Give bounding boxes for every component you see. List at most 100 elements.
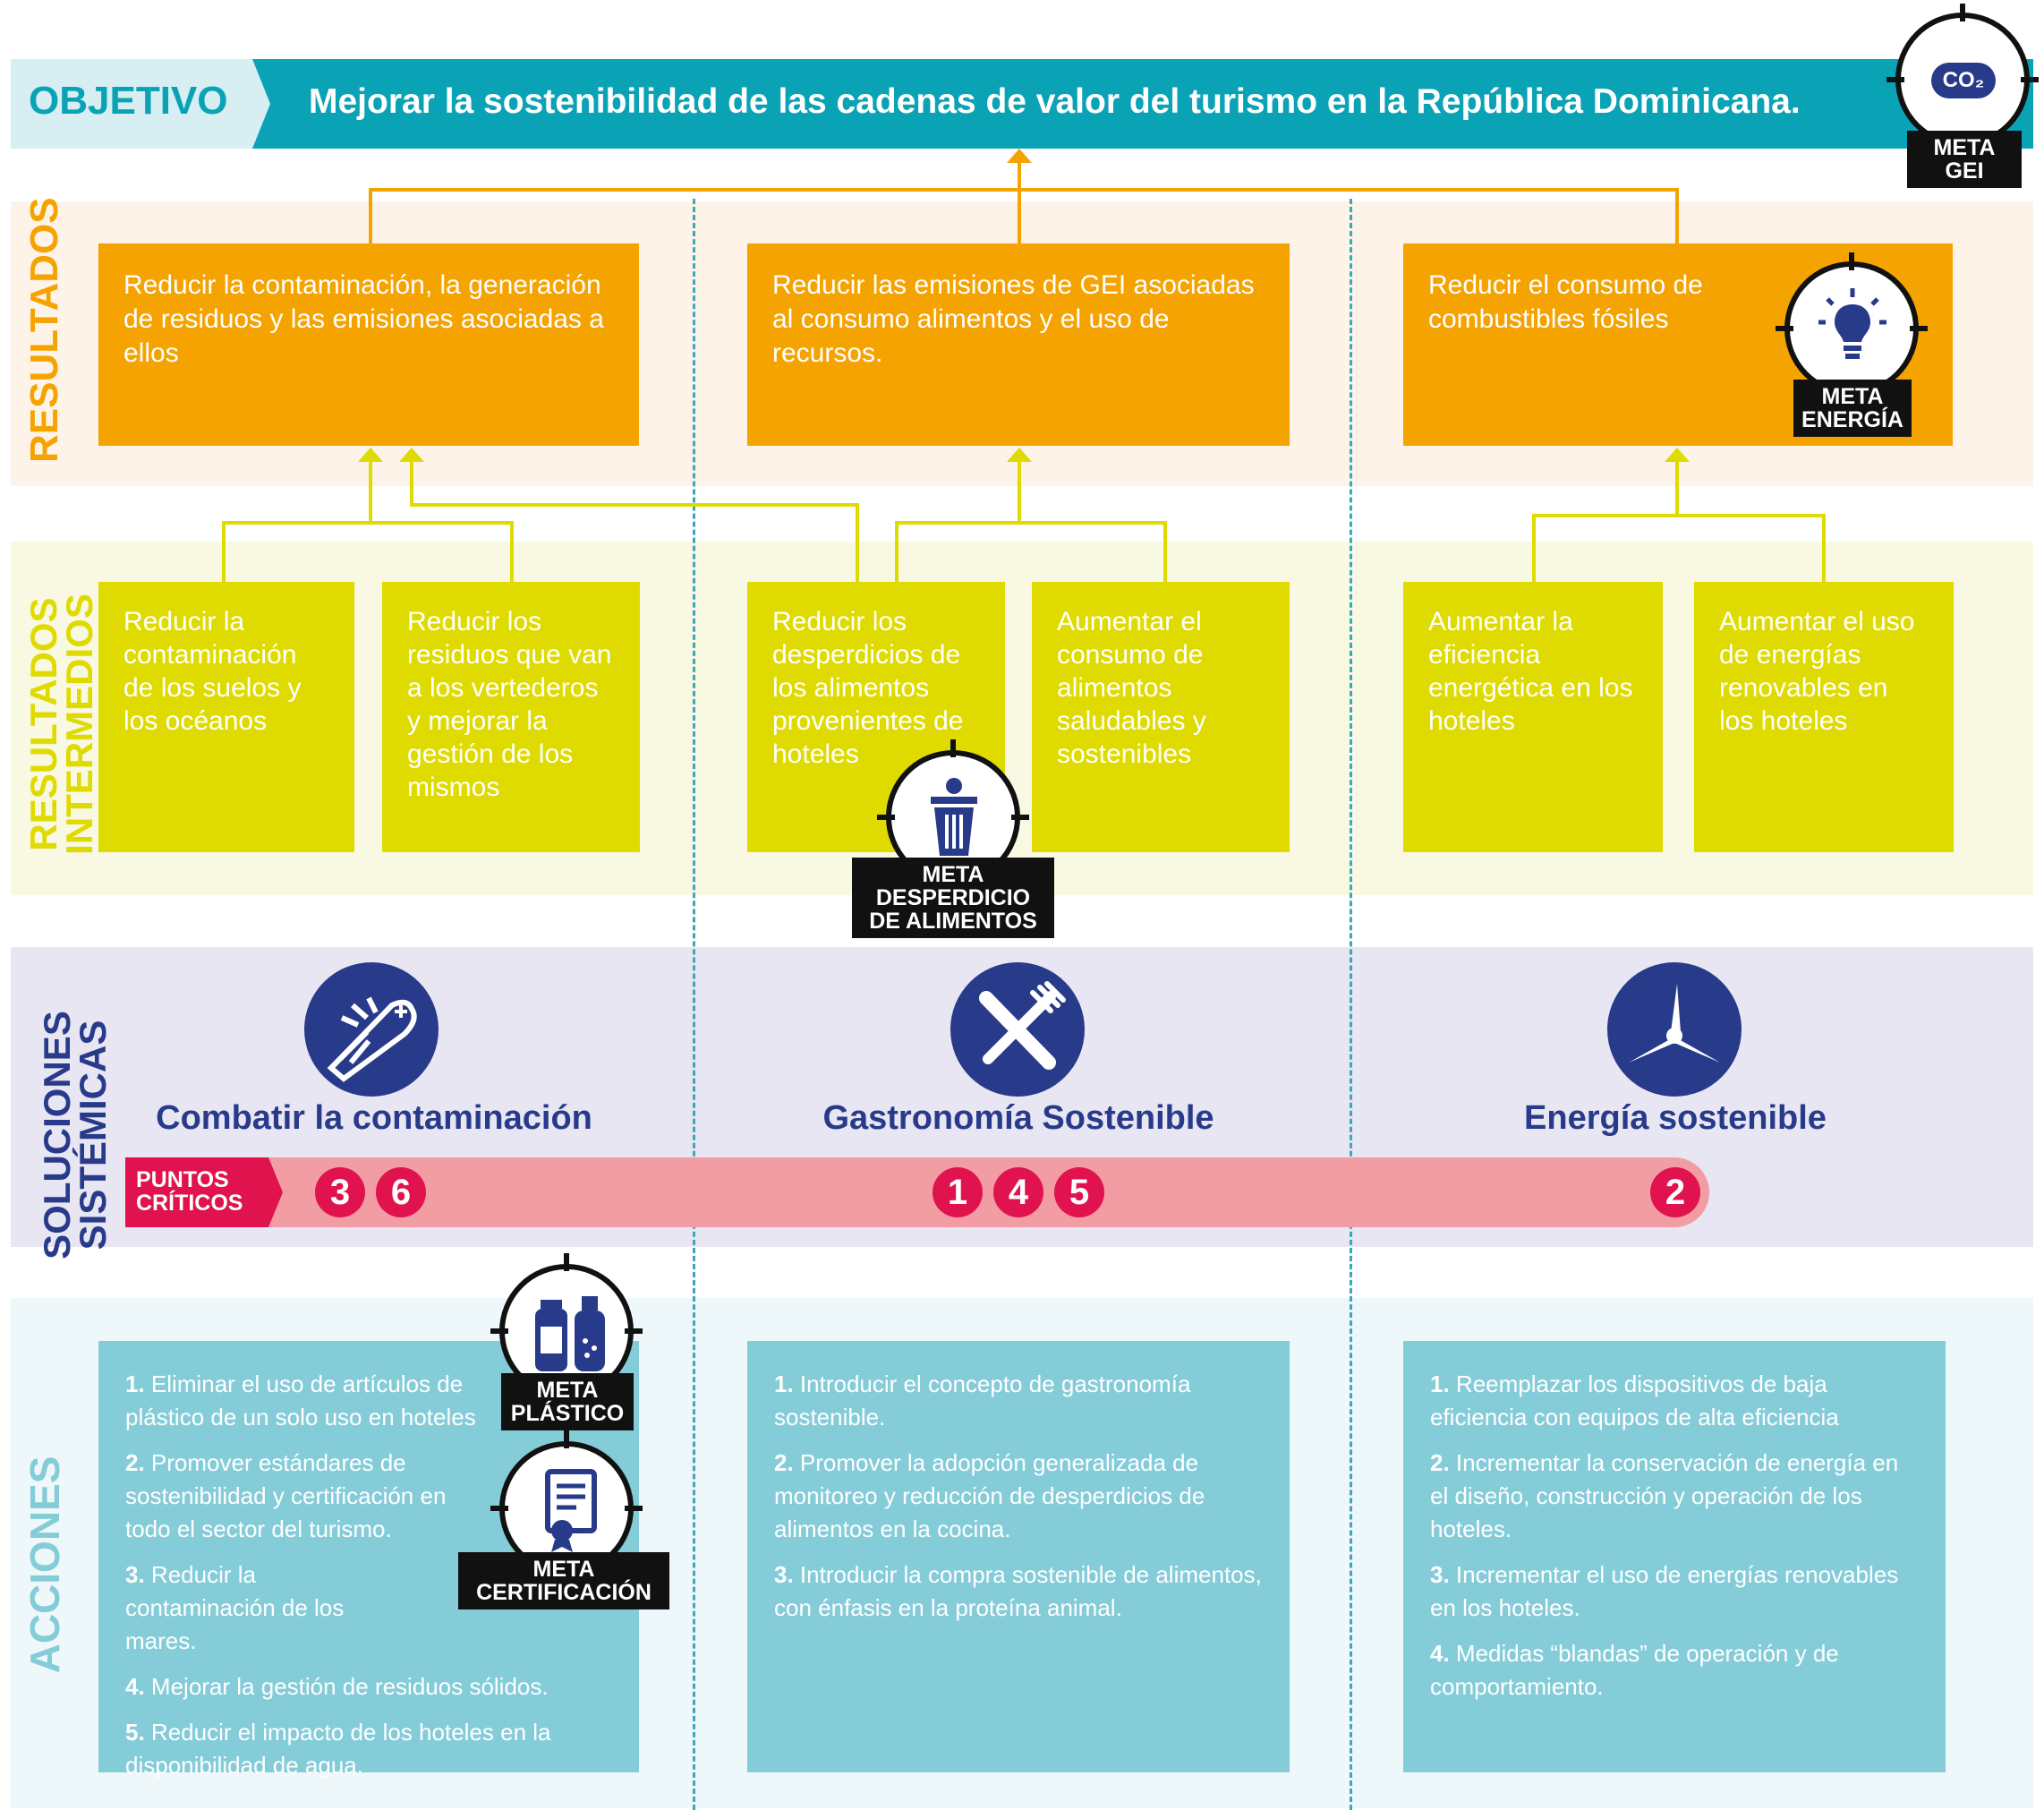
accion-2-3: 3. Introducir la compra sostenible de al… [774, 1561, 1262, 1621]
meta-energia-tick-top [1849, 252, 1854, 270]
meta-certificacion-tick-top [564, 1430, 569, 1448]
label-soluciones-2: SISTÉMICAS [72, 1020, 114, 1251]
meta-plastico-tick-left [490, 1328, 508, 1334]
punto-critico-2: 2 [1650, 1167, 1700, 1217]
puntos-criticos-label-2: CRÍTICOS [136, 1191, 243, 1216]
meta-certificacion-tick-left [490, 1506, 508, 1511]
punto-critico-5: 5 [1054, 1167, 1104, 1217]
accion-3-3: 3. Incrementar el uso de energías renova… [1430, 1561, 1899, 1621]
meta-plastico-line1: META [536, 1378, 599, 1403]
meta-energia-label: META ENERGÍA [1793, 380, 1912, 437]
yconnector-a-h [222, 521, 514, 525]
puntos-criticos-label-1: PUNTOS [136, 1167, 229, 1192]
accion-3-2: 2. Incrementar la conservación de energí… [1430, 1449, 1899, 1542]
intermedio-box-3: Reducir los desperdicios de los alimento… [747, 582, 1005, 852]
arrowhead-res2 [1007, 448, 1032, 462]
column-divider-1 [693, 199, 695, 1810]
resultado-box-1: Reducir la contaminación, la generación … [98, 243, 639, 446]
yconnector-b-h [410, 503, 859, 507]
accion-2-2: 2. Promover la adopción generalizada de … [774, 1449, 1205, 1542]
meta-plastico-label: META PLÁSTICO [501, 1373, 634, 1430]
solucion-title-2: Gastronomía Sostenible [822, 1099, 1214, 1137]
connector-right-up [1675, 188, 1679, 243]
objective-banner [11, 59, 2033, 149]
meta-gei-label: META GEI [1907, 131, 2022, 188]
intermedio-box-1: Reducir la contaminación de los suelos y… [98, 582, 354, 852]
yconnector-b-up [410, 460, 413, 507]
fish-bone-icon [304, 962, 439, 1097]
intermedio-box-2: Reducir los residuos que van a los verte… [382, 582, 640, 852]
meta-energia-tick-left [1776, 326, 1793, 331]
co2-cloud-icon [1931, 63, 1996, 98]
yconnector-c-left [895, 521, 899, 582]
accion-3-4: 4. Medidas “blandas” de operación y de c… [1430, 1640, 1839, 1700]
yconnector-d-h [1532, 514, 1826, 517]
intermedio-box-6: Aumentar el uso de energías renovables e… [1694, 582, 1954, 852]
acciones-box-2: 1. Introducir el concepto de gastronomía… [747, 1341, 1290, 1772]
meta-desperdicio-line1: META [922, 862, 984, 887]
yconnector-d-up [1675, 460, 1679, 516]
fork-knife-icon [950, 962, 1085, 1097]
punto-critico-3: 3 [315, 1167, 365, 1217]
meta-plastico-line2: PLÁSTICO [510, 1401, 625, 1426]
meta-gei-tick-top [1960, 4, 1965, 21]
yconnector-c-right [1163, 521, 1167, 582]
connector-mid-up [1018, 159, 1021, 243]
yconnector-b-down [856, 503, 859, 582]
meta-gei-badge: CO₂ [1895, 13, 2030, 147]
label-resultados: RESULTADOS [22, 197, 66, 463]
solucion-title-1: Combatir la contaminación [156, 1099, 592, 1137]
yconnector-c-h [895, 521, 1167, 525]
resultado-box-2: Reducir las emisiones de GEI asociadas a… [747, 243, 1290, 446]
arrowhead-objective [1007, 149, 1032, 163]
meta-energia-line2: ENERGÍA [1801, 407, 1903, 432]
yconnector-d-left [1532, 514, 1536, 582]
column-divider-2 [1350, 199, 1352, 1810]
meta-desperdicio-tick-right [1011, 815, 1029, 820]
punto-critico-6: 6 [376, 1167, 426, 1217]
wind-turbine-icon [1607, 962, 1742, 1097]
punto-critico-1: 1 [933, 1167, 983, 1217]
yconnector-d-right [1822, 514, 1826, 582]
puntos-criticos-label-box [125, 1157, 283, 1227]
objective-label-box [11, 59, 270, 149]
plastic-bottles-icon [535, 1296, 605, 1371]
label-intermedios-2: INTERMEDIOS [58, 593, 100, 855]
trash-can-icon [931, 778, 977, 856]
yconnector-a-right [510, 521, 514, 582]
co2-text: CO₂ [1942, 68, 1985, 92]
accion-1-1: 1. Eliminar el uso de artículos de plást… [125, 1370, 476, 1430]
punto-critico-4: 4 [993, 1167, 1043, 1217]
accion-3-1: 1. Reemplazar los dispositivos de baja e… [1430, 1370, 1839, 1430]
accion-1-3: 3. Reducir la contaminación de los mares… [125, 1561, 345, 1654]
intermedio-box-4: Aumentar el consumo de alimentos saludab… [1032, 582, 1290, 852]
meta-gei-tick-left [1886, 77, 1904, 82]
arrowhead-res1-a [358, 448, 383, 462]
meta-certificacion-line1: META [532, 1557, 595, 1582]
meta-gei-line1: META [1933, 135, 1996, 160]
meta-desperdicio-line2: DESPERDICIO [875, 885, 1031, 910]
objective-label: OBJETIVO [29, 79, 228, 123]
meta-energia-badge [1784, 261, 1919, 396]
meta-desperdicio-label: META DESPERDICIO DE ALIMENTOS [852, 858, 1054, 938]
intermedio-box-5: Aumentar la eficiencia energética en los… [1403, 582, 1663, 852]
meta-plastico-tick-top [564, 1253, 569, 1271]
label-acciones: ACCIONES [21, 1456, 68, 1674]
acciones-box-3: 1. Reemplazar los dispositivos de baja e… [1403, 1341, 1946, 1772]
meta-certificacion-label: META CERTIFICACIÓN [458, 1552, 669, 1609]
yconnector-c-up [1018, 460, 1021, 523]
certificate-icon [545, 1469, 597, 1552]
meta-gei-tick-right [2021, 77, 2039, 82]
lightbulb-icon [1818, 288, 1886, 359]
arrowhead-res1-b [399, 448, 424, 462]
accion-1-5: 5. Reducir el impacto de los hoteles en … [125, 1719, 551, 1779]
meta-desperdicio-line3: DE ALIMENTOS [869, 909, 1037, 934]
accion-1-2: 2. Promover estándares de sostenibilidad… [125, 1449, 447, 1542]
meta-desperdicio-tick-left [877, 815, 895, 820]
meta-certificacion-tick-right [625, 1506, 643, 1511]
meta-plastico-tick-right [625, 1328, 643, 1334]
accion-2-1: 1. Introducir el concepto de gastronomía… [774, 1370, 1191, 1430]
yconnector-a-up [369, 460, 372, 523]
connector-left-up [369, 188, 372, 243]
arrowhead-res3 [1665, 448, 1690, 462]
